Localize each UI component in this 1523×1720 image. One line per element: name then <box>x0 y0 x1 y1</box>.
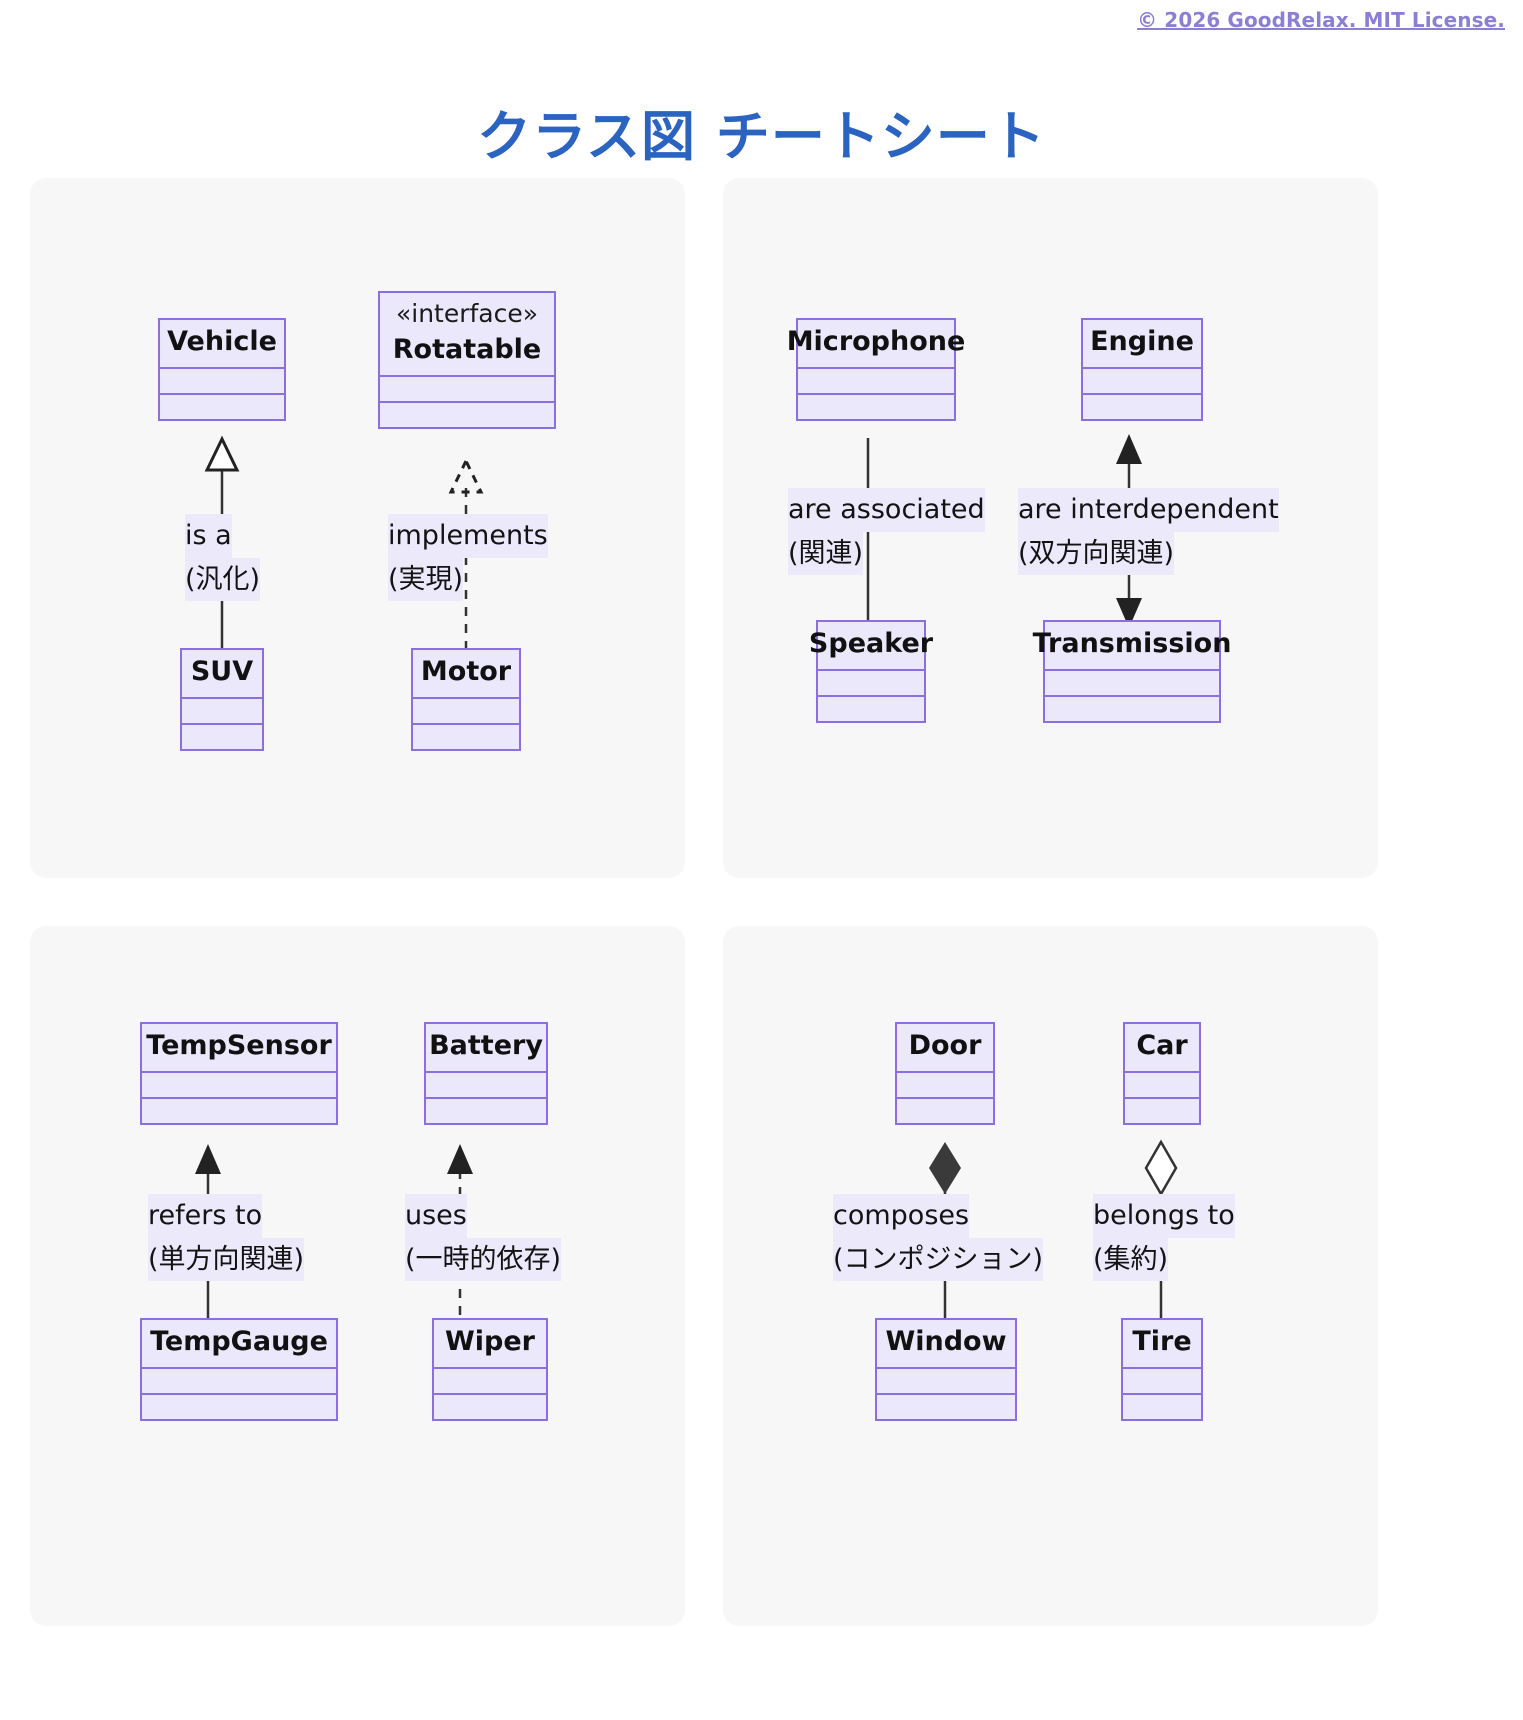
class-methods-compartment <box>877 1393 1015 1419</box>
class-box-door[interactable]: Door <box>895 1022 995 1125</box>
relation-label-implements: implements (実現) <box>388 514 548 602</box>
class-methods-compartment <box>434 1393 546 1419</box>
class-name: Transmission <box>1032 628 1232 659</box>
connector-layer-1 <box>204 435 484 670</box>
relation-label-en: uses <box>405 1194 467 1238</box>
class-attributes-compartment <box>1123 1367 1201 1393</box>
class-box-rotatable[interactable]: «interface» Rotatable <box>378 291 556 429</box>
class-name: Vehicle <box>167 326 277 357</box>
class-attributes-compartment <box>1045 669 1219 695</box>
class-box-tempgauge[interactable]: TempGauge <box>140 1318 338 1421</box>
class-name: Motor <box>420 656 512 687</box>
relation-label-jp: (双方向関連) <box>1018 531 1175 576</box>
relation-label-en: are interdependent <box>1018 488 1279 532</box>
class-attributes-compartment <box>434 1367 546 1393</box>
class-methods-compartment <box>1125 1097 1199 1123</box>
class-box-suv[interactable]: SUV <box>180 648 264 751</box>
panel-association-bidirectional: Microphone Engine are associated (関連) ar… <box>723 178 1378 878</box>
connector-layer-4 <box>929 1139 1178 1318</box>
relation-label-en: is a <box>185 514 232 558</box>
relation-label-en: composes <box>833 1194 970 1238</box>
relation-label-en: implements <box>388 514 548 558</box>
class-box-vehicle[interactable]: Vehicle <box>158 318 286 421</box>
class-methods-compartment <box>182 723 262 749</box>
class-attributes-compartment <box>818 669 924 695</box>
class-attributes-compartment <box>413 697 519 723</box>
class-box-tempsensor[interactable]: TempSensor <box>140 1022 338 1125</box>
class-attributes-compartment <box>1083 367 1201 393</box>
relation-label-jp: (集約) <box>1093 1237 1169 1282</box>
relation-label-composes: composes (コンポジション) <box>833 1194 1044 1282</box>
class-name: Door <box>908 1030 982 1061</box>
class-methods-compartment <box>1123 1393 1201 1419</box>
panel-composition-aggregation: Door Car composes (コンポジション) belongs to (… <box>723 926 1378 1626</box>
relation-label-refers-to: refers to (単方向関連) <box>148 1194 305 1282</box>
class-attributes-compartment <box>798 367 954 393</box>
relation-label-uses: uses (一時的依存) <box>405 1194 562 1282</box>
class-name: Microphone <box>786 326 966 357</box>
relation-label-jp: (コンポジション) <box>833 1237 1044 1282</box>
class-name: Engine <box>1090 326 1194 357</box>
copyright-link[interactable]: © 2026 GoodRelax. MIT License. <box>1137 8 1505 32</box>
class-name: Wiper <box>445 1326 535 1357</box>
class-name: Car <box>1136 1030 1188 1061</box>
relation-label-is-a: is a (汎化) <box>185 514 261 602</box>
class-box-engine[interactable]: Engine <box>1081 318 1203 421</box>
class-box-battery[interactable]: Battery <box>424 1022 548 1125</box>
class-name: Window <box>885 1326 1007 1357</box>
class-box-motor[interactable]: Motor <box>411 648 521 751</box>
class-box-tire[interactable]: Tire <box>1121 1318 1203 1421</box>
class-name: Speaker <box>808 628 934 659</box>
class-methods-compartment <box>142 1393 336 1419</box>
relation-label-en: belongs to <box>1093 1194 1235 1238</box>
class-attributes-compartment <box>426 1071 546 1097</box>
class-box-transmission[interactable]: Transmission <box>1032 620 1232 723</box>
class-box-microphone[interactable]: Microphone <box>786 318 966 421</box>
class-box-car[interactable]: Car <box>1123 1022 1201 1125</box>
cheatsheet-grid: Vehicle «interface» Rotatable is a (汎化) … <box>30 178 1493 1626</box>
class-methods-compartment <box>897 1097 993 1123</box>
class-attributes-compartment <box>182 697 262 723</box>
class-box-wiper[interactable]: Wiper <box>432 1318 548 1421</box>
relation-label-are-interdependent: are interdependent (双方向関連) <box>1018 488 1279 576</box>
connector-layer-3 <box>195 1144 473 1318</box>
class-name: TempGauge <box>150 1326 328 1357</box>
class-methods-compartment <box>413 723 519 749</box>
relation-label-en: refers to <box>148 1194 263 1238</box>
class-name: TempSensor <box>146 1030 332 1061</box>
panel-generalization-realization: Vehicle «interface» Rotatable is a (汎化) … <box>30 178 685 878</box>
relation-label-jp: (単方向関連) <box>148 1237 305 1282</box>
class-attributes-compartment <box>142 1071 336 1097</box>
class-box-speaker[interactable]: Speaker <box>808 620 934 723</box>
relation-label-jp: (汎化) <box>185 557 261 602</box>
class-methods-compartment <box>380 401 554 427</box>
class-box-window[interactable]: Window <box>875 1318 1017 1421</box>
relation-label-belongs-to: belongs to (集約) <box>1093 1194 1235 1282</box>
class-methods-compartment <box>818 695 924 721</box>
class-methods-compartment <box>1045 695 1219 721</box>
class-attributes-compartment <box>160 367 284 393</box>
relation-label-jp: (実現) <box>388 557 464 602</box>
class-name: Rotatable <box>392 334 542 365</box>
class-attributes-compartment <box>1125 1071 1199 1097</box>
class-attributes-compartment <box>897 1071 993 1097</box>
class-name: Tire <box>1132 1326 1192 1357</box>
class-methods-compartment <box>160 393 284 419</box>
class-methods-compartment <box>798 393 954 419</box>
class-methods-compartment <box>142 1097 336 1123</box>
class-methods-compartment <box>426 1097 546 1123</box>
class-attributes-compartment <box>877 1367 1015 1393</box>
class-name: Battery <box>429 1030 543 1061</box>
relation-label-jp: (関連) <box>788 531 864 576</box>
relation-label-en: are associated <box>788 488 985 532</box>
class-name: SUV <box>190 656 254 687</box>
class-attributes-compartment <box>380 375 554 401</box>
class-methods-compartment <box>1083 393 1201 419</box>
class-attributes-compartment <box>142 1367 336 1393</box>
class-stereotype: «interface» <box>395 299 539 328</box>
panel-directed-dependency: TempSensor Battery refers to (単方向関連) use… <box>30 926 685 1626</box>
relation-label-are-associated: are associated (関連) <box>788 488 985 576</box>
relation-label-jp: (一時的依存) <box>405 1237 562 1282</box>
page-title: クラス図 チートシート <box>477 105 1046 169</box>
